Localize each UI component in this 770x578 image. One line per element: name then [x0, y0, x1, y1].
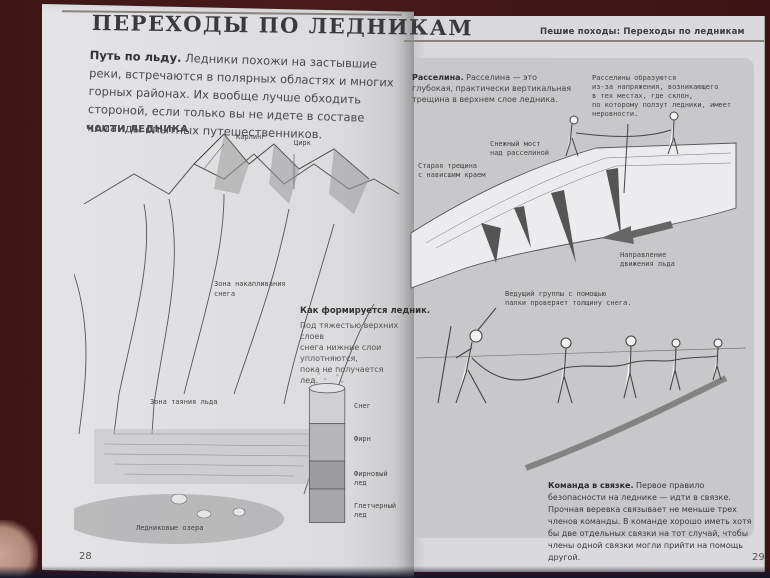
- hidden-crevasse: [524, 375, 728, 471]
- climber-body: [623, 345, 637, 399]
- climber-head: [713, 338, 723, 348]
- label-glacial-lake: Ледниковые озера: [136, 524, 204, 532]
- label-cirque: Цирк: [294, 139, 311, 147]
- crevasse-note-line-1: Расселины образуются: [592, 74, 677, 82]
- climber-head: [669, 111, 679, 121]
- ice-direction-arrow: [601, 221, 673, 244]
- page-number-right: 29: [752, 552, 765, 563]
- ice-formation-column: [308, 370, 346, 523]
- label-snow-bridge: Снежный мост: [490, 140, 541, 148]
- climber-body: [557, 347, 573, 404]
- crevasse: [551, 190, 576, 263]
- label-old-crack: Старая трещина: [418, 162, 478, 170]
- snowflake-dot: [312, 379, 316, 383]
- karling-callout: [203, 143, 225, 170]
- crevasse: [481, 223, 501, 263]
- glacier-tongue-1: [113, 203, 148, 435]
- leader-body: [455, 341, 487, 404]
- climber-body: [565, 123, 579, 157]
- page-number-left: 28: [79, 551, 92, 562]
- crevasse-paragraph: Расселина. Расселина — это глубокая, пра…: [412, 72, 572, 105]
- section-heading: ЧАСТИ ЛЕДНИКА: [86, 124, 189, 135]
- label-firn-ice-2: лед: [354, 479, 367, 487]
- climber-body: [667, 119, 679, 155]
- climber-body: [669, 346, 681, 391]
- label-leader-2: палки проверяет толщину снега.: [505, 299, 632, 307]
- crevasse-note-line-5: неровности.: [592, 110, 639, 118]
- boulder: [196, 509, 212, 519]
- label-ice-direction-2: движения льда: [620, 260, 675, 268]
- crevasse-note-line-2: из-за напряжения, возникающего: [592, 83, 719, 91]
- crevasse-and-roped-team-illustration: [410, 111, 747, 471]
- label-ablation-zone: Зона таяния льда: [150, 398, 218, 406]
- label-snow: Снег: [354, 402, 371, 410]
- label-ice-direction: Направление: [620, 251, 667, 259]
- label-karling: Карлинг: [236, 133, 266, 141]
- header-rule-right: [404, 40, 764, 42]
- label-accumulation-zone: Зона накапливания: [214, 280, 286, 288]
- crevasse-text: Расселина — это глубокая, практически ве…: [412, 73, 572, 104]
- glacier-tongue-2: [183, 193, 225, 395]
- glacier-diagram: [74, 134, 400, 544]
- team-rope: [471, 355, 718, 381]
- label-firn: Фирн: [354, 435, 371, 443]
- team-paragraph: Команда в связке. Первое правило безопас…: [548, 480, 758, 564]
- glacier-tongue-1b: [151, 198, 175, 435]
- running-head: Пешие походы: Переходы по ледникам: [540, 27, 745, 37]
- ice-cliff: [94, 429, 324, 484]
- sidebar-text: Под тяжестью верхних слоев снега нижние …: [300, 321, 399, 385]
- crevasse: [606, 168, 621, 238]
- climber-head: [569, 115, 579, 125]
- crevasse-lead: Расселина.: [412, 73, 464, 82]
- bottom-shadow: [0, 566, 770, 578]
- snowflake-dot: [317, 371, 321, 375]
- team-lead: Команда в связке.: [548, 481, 634, 490]
- label-accumulation-zone-2: снега: [214, 290, 236, 298]
- glacier-tongue-3: [233, 208, 290, 395]
- leader-callout: [477, 307, 497, 331]
- snowflake-dot: [326, 370, 330, 373]
- page-title: Переходы по ледникам: [91, 10, 474, 41]
- boulder: [170, 493, 188, 505]
- probe-pole: [437, 325, 452, 404]
- snowflake-dot: [323, 377, 327, 381]
- label-firn-ice: Фирновый: [354, 470, 388, 478]
- glacier-tongue-4: [283, 223, 335, 405]
- label-glacier-ice: Глетчерный: [354, 502, 397, 510]
- layer-firn: [308, 423, 346, 462]
- snow-layers: [425, 152, 732, 249]
- label-glacier-ice-2: лед: [354, 511, 367, 519]
- label-snow-bridge-2: над расселиной: [490, 149, 550, 157]
- crevasse: [514, 206, 531, 248]
- intro-lead: Путь по льду.: [89, 47, 182, 65]
- rope: [575, 129, 672, 137]
- layer-snow: [308, 387, 346, 425]
- label-old-crack-2: с нависшим краем: [418, 171, 486, 179]
- boulder: [232, 507, 246, 517]
- label-leader: Ведущий группы с помощью: [505, 290, 607, 298]
- illustration-panel: [406, 58, 754, 538]
- mountain-shading: [214, 134, 369, 214]
- crevasse-note-line-4: по которому ползут ледники, имеет: [592, 101, 732, 109]
- glacial-lake: [74, 494, 284, 544]
- column-top: [308, 383, 346, 394]
- climber-head: [625, 335, 637, 347]
- team-text: Первое правило безопасности на леднике —…: [548, 481, 752, 562]
- crevasse-note-callout: [623, 123, 629, 194]
- climber-body: [712, 346, 722, 381]
- snowfield-horizon: [415, 347, 747, 359]
- layer-glacier-ice: [308, 488, 346, 523]
- leader-head: [469, 329, 483, 343]
- snowflake-dot: [340, 380, 344, 384]
- snowflake-dot: [335, 373, 339, 377]
- sidebar-title: Как формируется ледник.: [300, 306, 431, 316]
- crevasse-note-line-3: в тех местах, где склон,: [592, 92, 694, 100]
- climber-head: [671, 338, 681, 348]
- climber-head: [560, 337, 572, 349]
- layer-firn-ice: [308, 460, 346, 490]
